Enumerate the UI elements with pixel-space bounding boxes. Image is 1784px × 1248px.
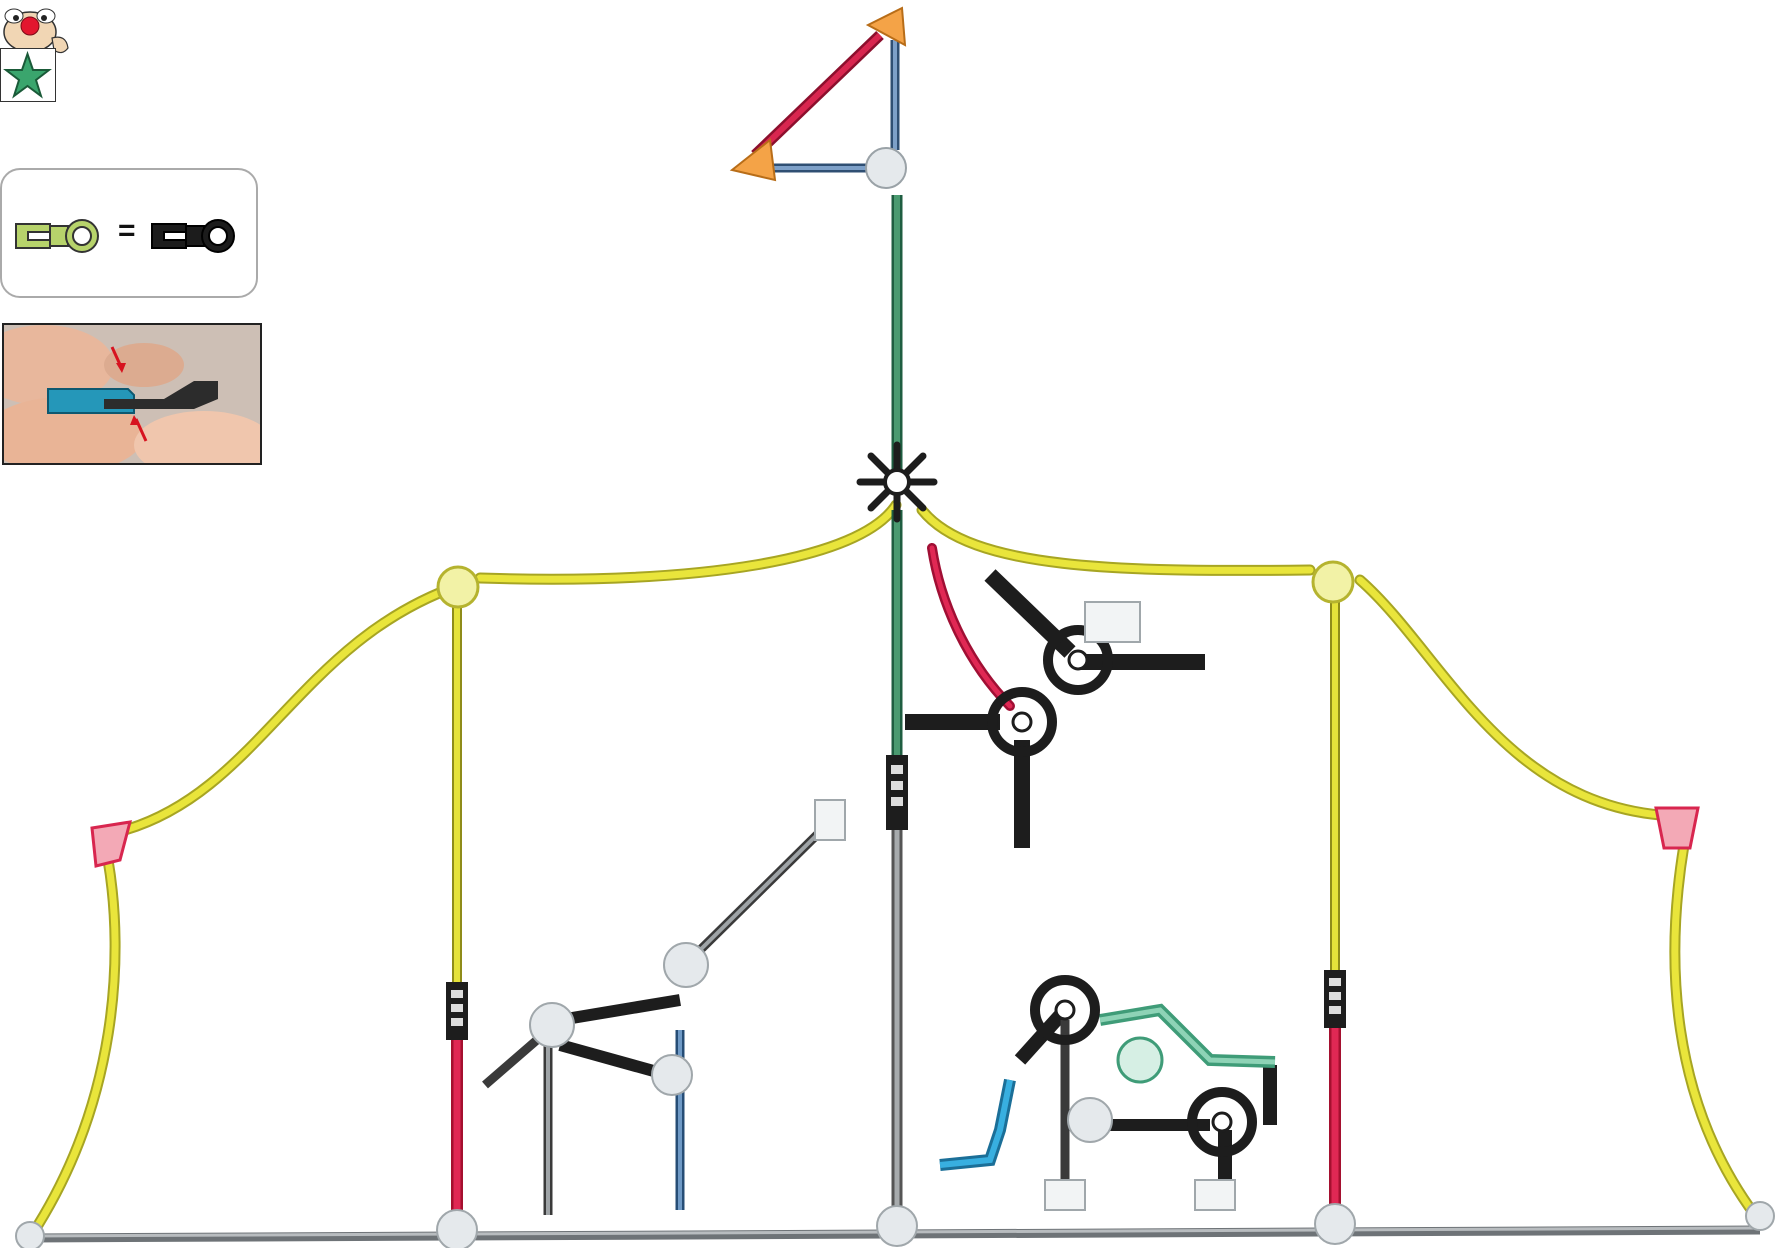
star-icon: [3, 50, 52, 99]
center-mast: [886, 195, 908, 1212]
green-connector-part-icon: [15, 219, 99, 253]
equals-sign: =: [118, 214, 136, 247]
yellow-corner-connector-left: [436, 565, 480, 609]
upper-right-arm-assembly: [905, 543, 1205, 848]
black-connector-part-icon: [151, 219, 235, 253]
white-base-connectors: [15, 1201, 1775, 1248]
hands-connecting-pieces-illustration: [4, 325, 260, 463]
right-post: [1324, 590, 1346, 1215]
part-equivalence-legend: =: [0, 168, 258, 298]
yellow-canopy-rods: [32, 499, 1761, 1231]
connect-pieces-photo: [2, 323, 262, 465]
yellow-corner-connector-right: [1311, 560, 1355, 604]
flag: [729, 6, 907, 189]
lower-left-animal-assembly: [482, 799, 846, 1215]
left-post: [446, 595, 468, 1220]
red-corner-connector-left: [90, 820, 133, 868]
central-black-hub: [856, 441, 938, 523]
clown-mascot-icon: [3, 8, 69, 54]
star-badge: [0, 48, 56, 102]
lower-right-animal-assembly: [939, 975, 1277, 1211]
red-corner-connector-right: [1654, 806, 1700, 850]
